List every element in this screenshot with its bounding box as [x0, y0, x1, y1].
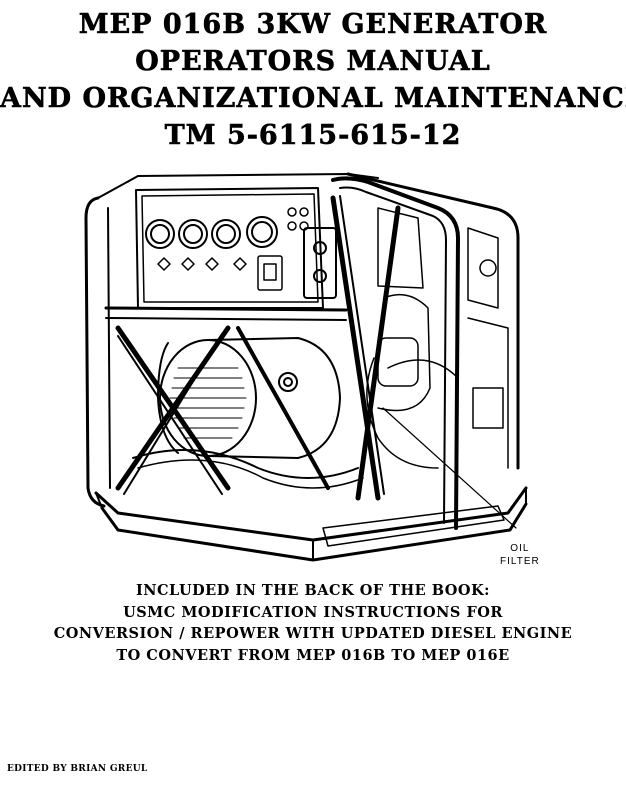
title-line-3: AND ORGANIZATIONAL MAINTENANCE [0, 83, 626, 115]
callout-line-2: FILTER [500, 556, 540, 567]
included-line-3: CONVERSION / REPOWER WITH UPDATED DIESEL… [53, 625, 573, 642]
title-block: MEP 016B 3KW GENERATOR OPERATORS MANUAL … [0, 6, 626, 154]
included-line-2: USMC MODIFICATION INSTRUCTIONS FOR [123, 603, 503, 621]
oil-filter-callout: OIL FILTER [500, 542, 540, 568]
callout-line-1: OIL [510, 543, 530, 554]
generator-illustration [84, 172, 528, 562]
included-line-1: INCLUDED IN THE BACK OF THE BOOK: [135, 582, 491, 599]
included-line-4: TO CONVERT FROM MEP 016B TO MEP 016E [116, 646, 510, 664]
included-block: INCLUDED IN THE BACK OF THE BOOK: USMC M… [0, 580, 626, 666]
title-line-4: TM 5-6115-615-12 [164, 120, 462, 152]
title-line-2: OPERATORS MANUAL [135, 46, 491, 78]
title-line-1: MEP 016B 3KW GENERATOR [78, 9, 548, 41]
editor-credit: EDITED BY BRIAN GREUL [7, 764, 148, 774]
